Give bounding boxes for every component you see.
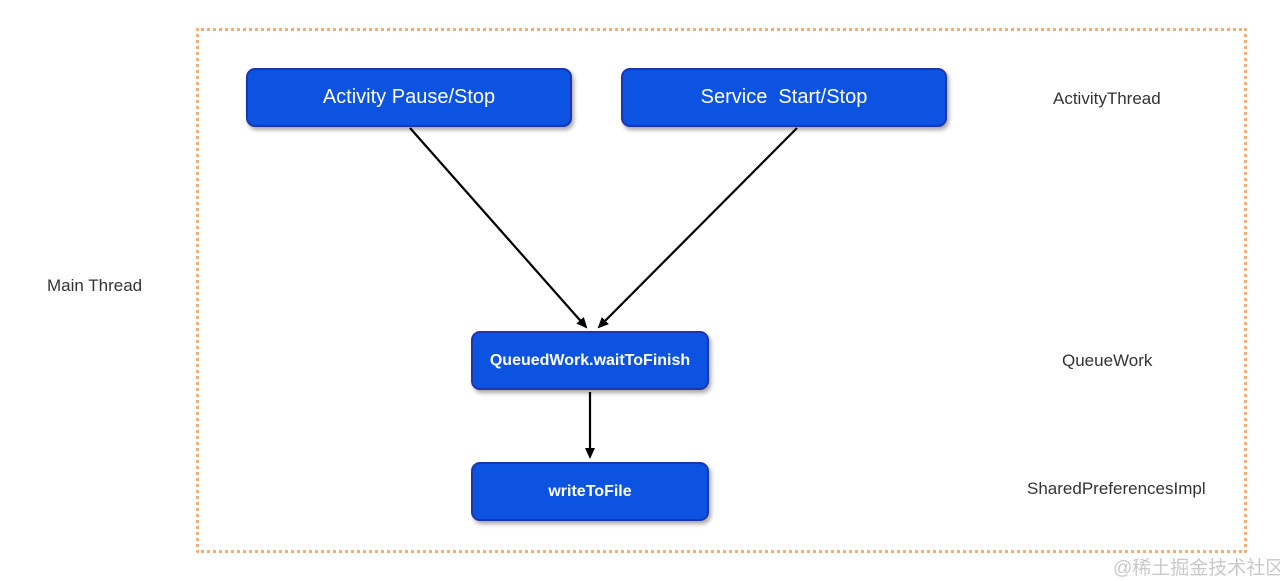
node-service-start-stop: Service Start/Stop: [621, 68, 947, 127]
watermark: @稀土掘金技术社区: [1113, 558, 1280, 579]
shared-preferences-impl-lane-label: SharedPreferencesImpl: [1027, 479, 1206, 498]
activity-thread-lane-label: ActivityThread: [1053, 89, 1161, 108]
node-activity-pause-stop: Activity Pause/Stop: [246, 68, 572, 127]
node-activity-pause-stop-label: Activity Pause/Stop: [322, 86, 496, 108]
node-queuedwork-waittofinish-label: QueuedWork.waitToFinish: [489, 351, 691, 369]
main-thread-label: Main Thread: [47, 276, 143, 295]
main-thread-boundary: [196, 28, 1247, 553]
node-writetofile-label: writeToFile: [548, 482, 632, 500]
queue-work-lane-label: QueueWork: [1062, 351, 1153, 370]
node-writetofile: writeToFile: [471, 462, 709, 521]
node-queuedwork-waittofinish: QueuedWork.waitToFinish: [471, 331, 709, 390]
node-service-start-stop-label: Service Start/Stop: [700, 86, 868, 108]
